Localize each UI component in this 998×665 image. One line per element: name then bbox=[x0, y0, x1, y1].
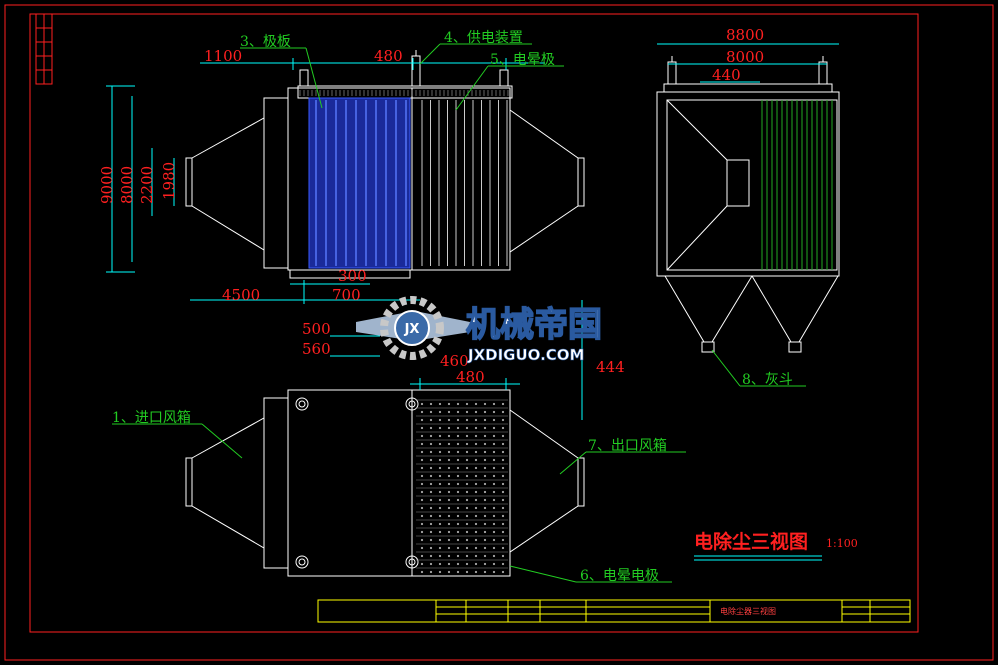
collector-plates bbox=[308, 97, 411, 269]
dim-460: 460 bbox=[440, 352, 469, 370]
corona-lines bbox=[421, 100, 508, 266]
label-corona-electrode-2: 6、电晕电极 bbox=[580, 568, 659, 584]
revision-strip bbox=[35, 13, 53, 85]
title-block bbox=[317, 599, 911, 623]
dim-444: 444 bbox=[596, 358, 625, 376]
label-plate: 3、极板 bbox=[240, 34, 291, 50]
dim-1100: 1100 bbox=[204, 47, 242, 65]
side-view bbox=[656, 56, 840, 353]
drawing-title: 电除尘三视图 bbox=[694, 530, 808, 553]
watermark-url: JXDIGUO.COM bbox=[467, 346, 584, 364]
label-inlet-box: 1、进口风箱 bbox=[112, 410, 191, 426]
dim-9000: 9000 bbox=[98, 166, 116, 204]
dim-4500: 4500 bbox=[222, 286, 260, 304]
dim-480-top: 480 bbox=[374, 47, 403, 65]
inlet-flange bbox=[185, 157, 193, 207]
watermark-badge: JX bbox=[404, 322, 420, 337]
dim-500: 500 bbox=[302, 320, 331, 338]
dim-700: 700 bbox=[332, 286, 361, 304]
label-outlet-box: 7、出口风箱 bbox=[588, 438, 667, 454]
dim-560: 560 bbox=[302, 340, 331, 358]
top-view bbox=[185, 389, 585, 577]
title-block-name: 电除尘器三视图 bbox=[720, 606, 776, 616]
dim-8000-horizontal: 8000 bbox=[726, 48, 764, 66]
drawing-scale: 1:100 bbox=[826, 537, 858, 550]
inlet-box bbox=[263, 97, 289, 269]
sheet-border bbox=[4, 4, 994, 661]
watermark-logo: JX bbox=[356, 296, 470, 360]
dim-1980: 1980 bbox=[160, 162, 178, 200]
front-view bbox=[185, 50, 585, 279]
dim-8000-vertical: 8000 bbox=[118, 166, 136, 204]
inner-frame bbox=[29, 13, 919, 633]
dim-2200: 2200 bbox=[138, 166, 156, 204]
outlet-flange bbox=[577, 157, 585, 207]
label-power-supply: 4、供电装置 bbox=[444, 30, 523, 46]
gear-icon bbox=[380, 296, 444, 360]
corona-grid bbox=[416, 399, 508, 574]
dim-8800: 8800 bbox=[726, 26, 764, 44]
watermark-text: 机械帝国 bbox=[466, 305, 602, 345]
dim-440: 440 bbox=[712, 66, 741, 84]
dim-300: 300 bbox=[338, 267, 367, 285]
label-ash-hopper: 8、灰斗 bbox=[742, 372, 793, 388]
label-corona-electrode: 5、电晕极 bbox=[490, 52, 555, 68]
side-plates bbox=[761, 100, 833, 270]
inlet-hood bbox=[191, 117, 265, 251]
dim-480-bottom: 480 bbox=[456, 368, 485, 386]
outlet-hood bbox=[509, 109, 579, 253]
front-dimensions bbox=[106, 58, 545, 357]
